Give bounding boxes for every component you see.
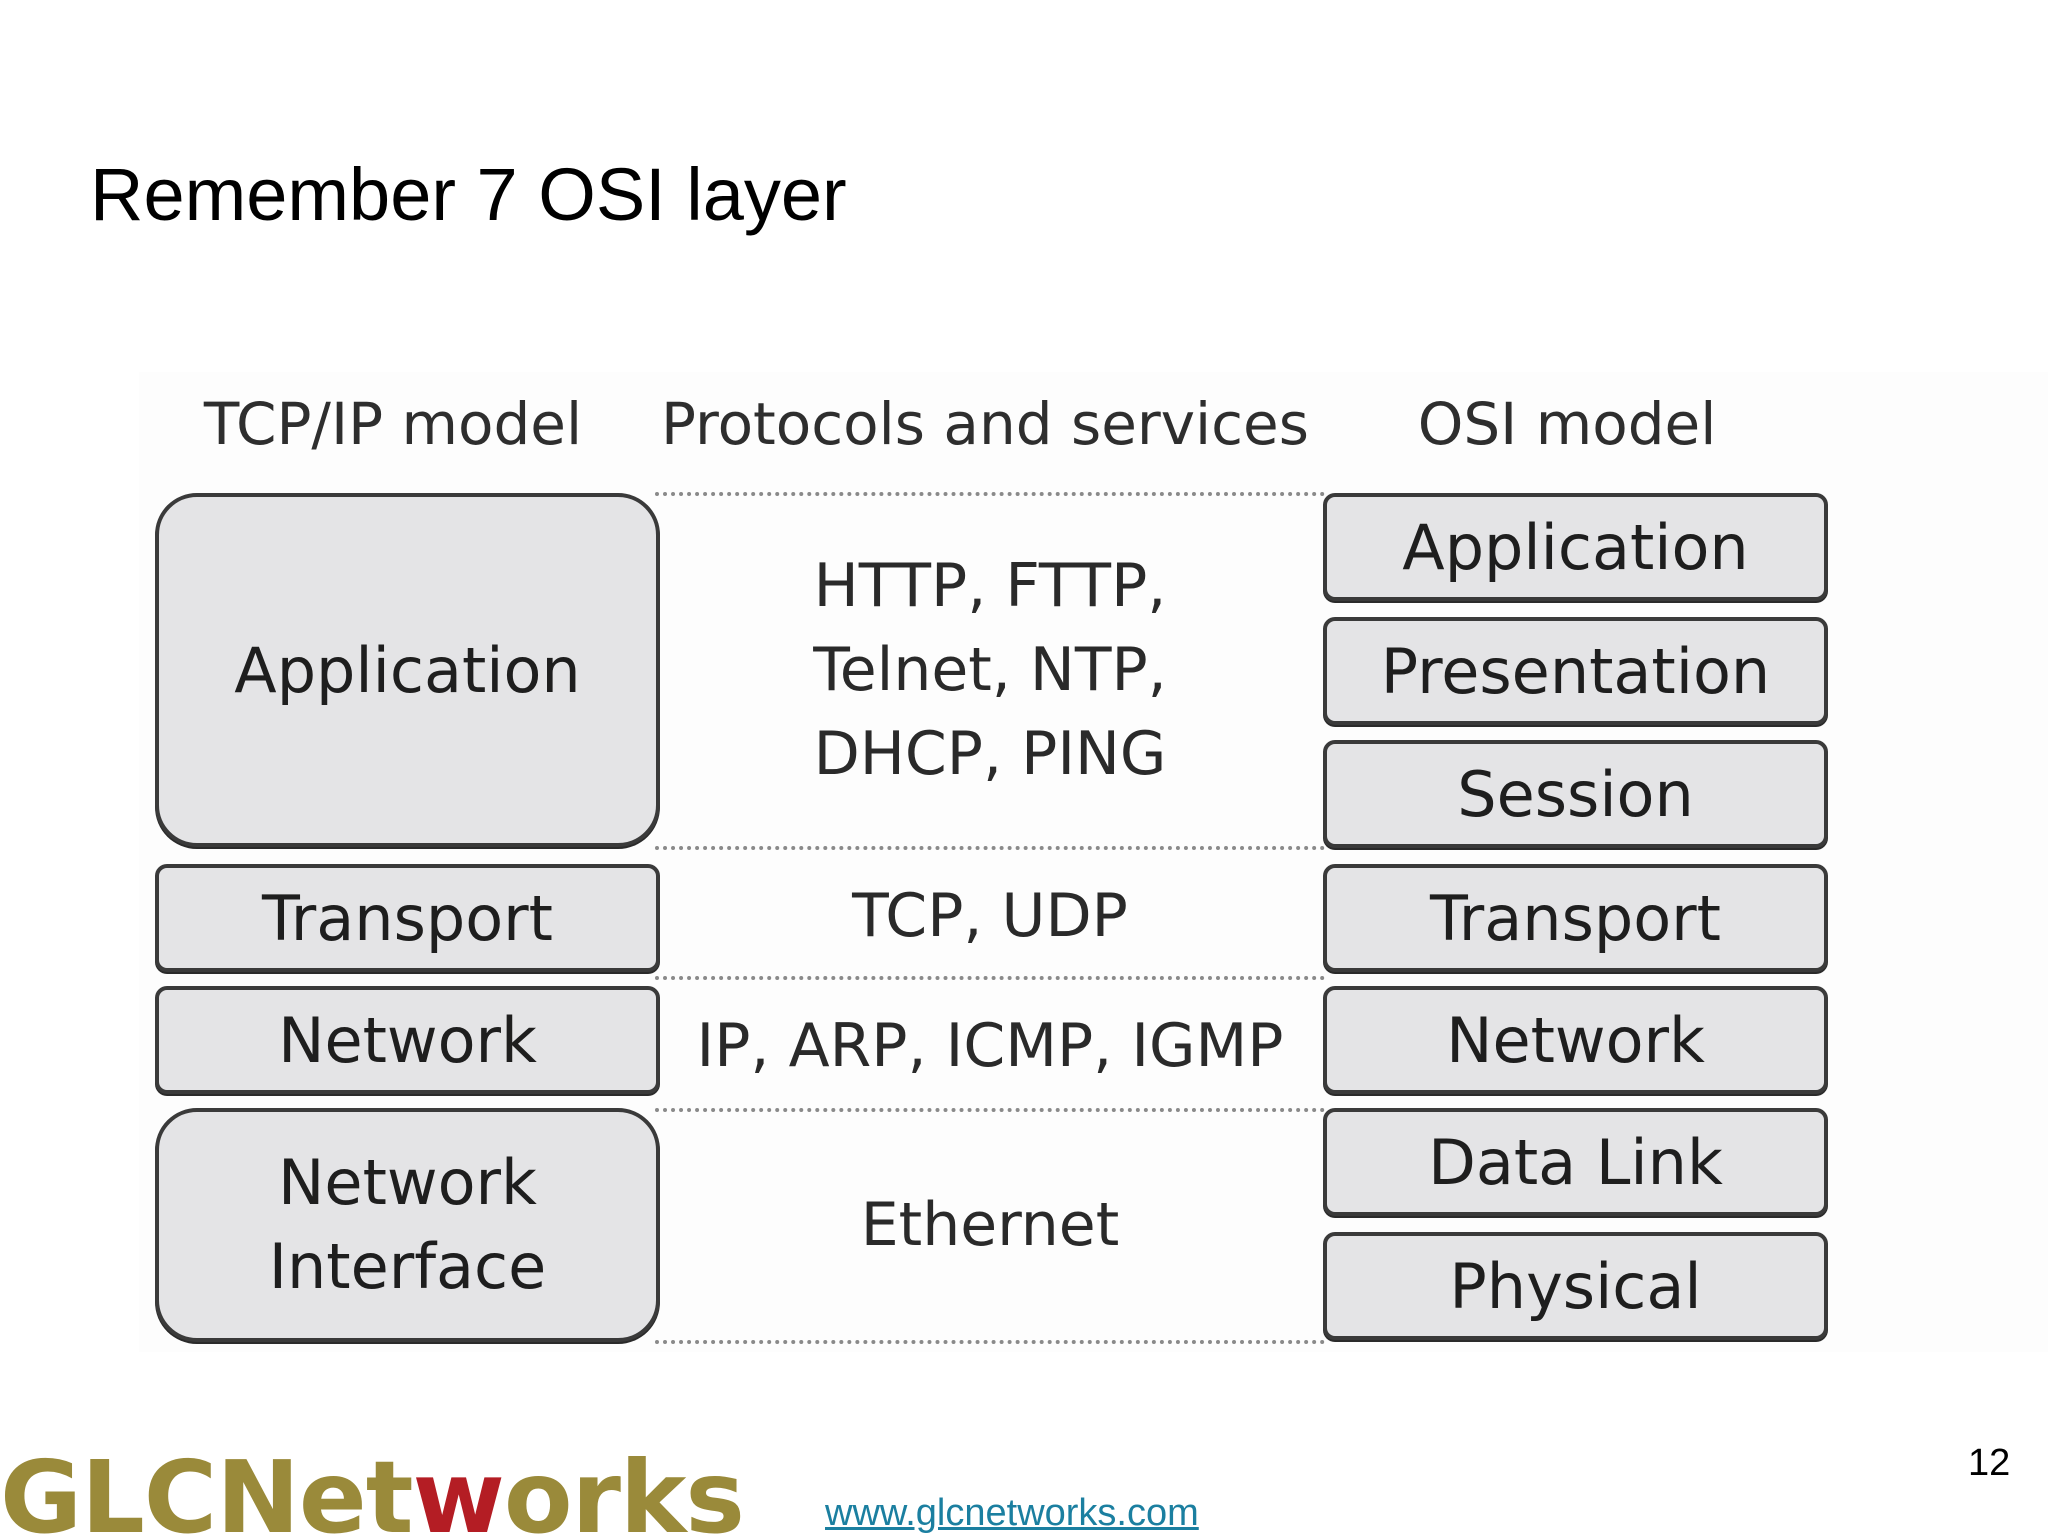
- logo-text-part1: GLCNet: [0, 1439, 414, 1536]
- osi-layer-transport: Transport: [1323, 864, 1828, 972]
- osi-layer-session: Session: [1323, 740, 1828, 848]
- slide-title: Remember 7 OSI layer: [90, 153, 847, 236]
- tcpip-layer-application: Application: [155, 493, 660, 847]
- osi-layer-application: Application: [1323, 493, 1828, 601]
- page-number: 12: [1968, 1442, 2011, 1484]
- glcnetworks-logo: GLCNetworks: [0, 1448, 745, 1536]
- tcpip-layer-transport: Transport: [155, 864, 660, 972]
- protocols-application: HTTP, FTTP, Telnet, NTP, DHCP, PING: [813, 551, 1167, 789]
- separator-transport-network: [655, 976, 1325, 980]
- osi-layer-presentation: Presentation: [1323, 617, 1828, 725]
- tcpip-model-header: TCP/IP model: [203, 390, 583, 458]
- protocols-transport: TCP, UDP: [852, 881, 1128, 951]
- osi-layer-network: Network: [1323, 986, 1828, 1094]
- tcpip-layer-network-interface: Network Interface: [155, 1108, 660, 1342]
- protocols-network: IP, ARP, ICMP, IGMP: [696, 1011, 1284, 1081]
- osi-layer-physical: Physical: [1323, 1232, 1828, 1340]
- website-link[interactable]: www.glcnetworks.com: [825, 1492, 1199, 1534]
- separator-bottom: [655, 1340, 1325, 1344]
- protocols-header: Protocols and services: [661, 390, 1309, 458]
- logo-text-part2: orks: [503, 1439, 745, 1536]
- separator-top: [655, 492, 1325, 496]
- separator-application-transport: [655, 846, 1325, 850]
- separator-network-interface: [655, 1108, 1325, 1112]
- protocols-network-interface: Ethernet: [860, 1190, 1120, 1260]
- logo-text-accent: w: [412, 1439, 505, 1536]
- osi-layer-data-link: Data Link: [1323, 1108, 1828, 1216]
- tcpip-layer-network: Network: [155, 986, 660, 1094]
- osi-model-header: OSI model: [1417, 390, 1717, 458]
